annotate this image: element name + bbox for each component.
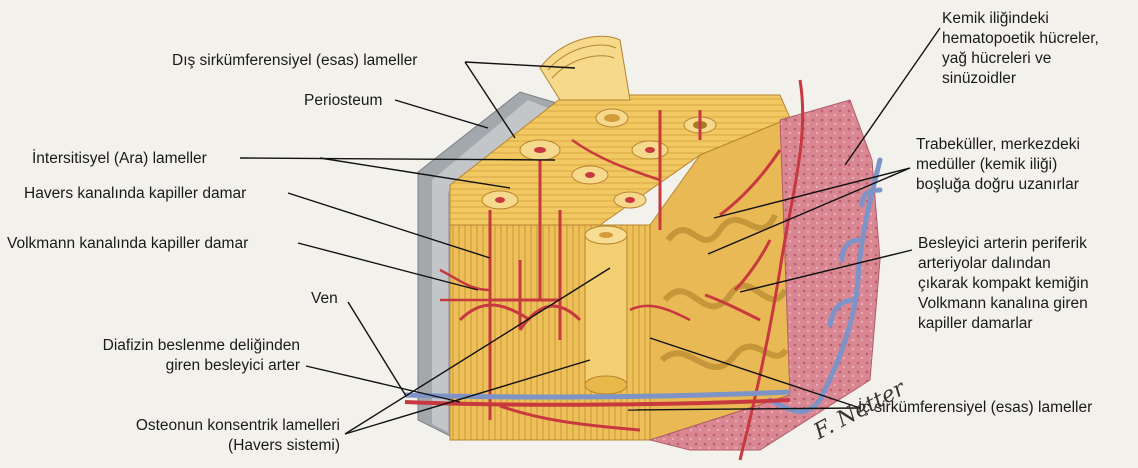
outer-lamellae-arc xyxy=(540,36,630,100)
marrow-label-line1: Kemik iliğindeki xyxy=(942,9,1049,28)
osteon-cylinder xyxy=(585,226,627,394)
periosteum-label: Periosteum xyxy=(304,91,382,110)
trabeculae-label-line3: boşluğa doğru uzanırlar xyxy=(916,175,1079,194)
trabeculae-label-line1: Trabeküller, merkezdeki xyxy=(916,135,1080,154)
peripheral-capillary-label-line3: çıkarak kompakt kemiğin xyxy=(918,274,1089,293)
trabeculae-label-line2: medüller (kemik iliği) xyxy=(916,155,1057,174)
vein-label: Ven xyxy=(311,289,338,308)
nutrient-artery-label-line2: giren besleyici arter xyxy=(56,356,300,375)
peripheral-capillary-label-line4: Volkmann kanalına giren xyxy=(918,294,1088,313)
nutrient-artery-label-line1: Diafizin beslenme deliğinden xyxy=(56,336,300,355)
osteon-label-line2: (Havers sistemi) xyxy=(78,436,340,455)
havers-capillary-label: Havers kanalında kapiller damar xyxy=(24,184,246,203)
marrow-label-line2: hematopoetik hücreler, xyxy=(942,29,1099,48)
peripheral-capillary-label-line2: arteriyolar dalından xyxy=(918,254,1051,273)
marrow-label-line4: sinüzoidler xyxy=(942,69,1016,88)
peripheral-capillary-label-line1: Besleyici arterin periferik xyxy=(918,234,1087,253)
interstitial-lamellae-label: İntersitisyel (Ara) lameller xyxy=(32,149,207,168)
osteon-label-line1: Osteonun konsentrik lamelleri xyxy=(78,416,340,435)
peripheral-capillary-label-line5: kapiller damarlar xyxy=(918,314,1033,333)
volkmann-capillary-label: Volkmann kanalında kapiller damar xyxy=(7,234,248,253)
marrow-label-line3: yağ hücreleri ve xyxy=(942,49,1051,68)
outer-lamellae-label: Dış sirkümferensiyel (esas) lameller xyxy=(172,51,417,70)
